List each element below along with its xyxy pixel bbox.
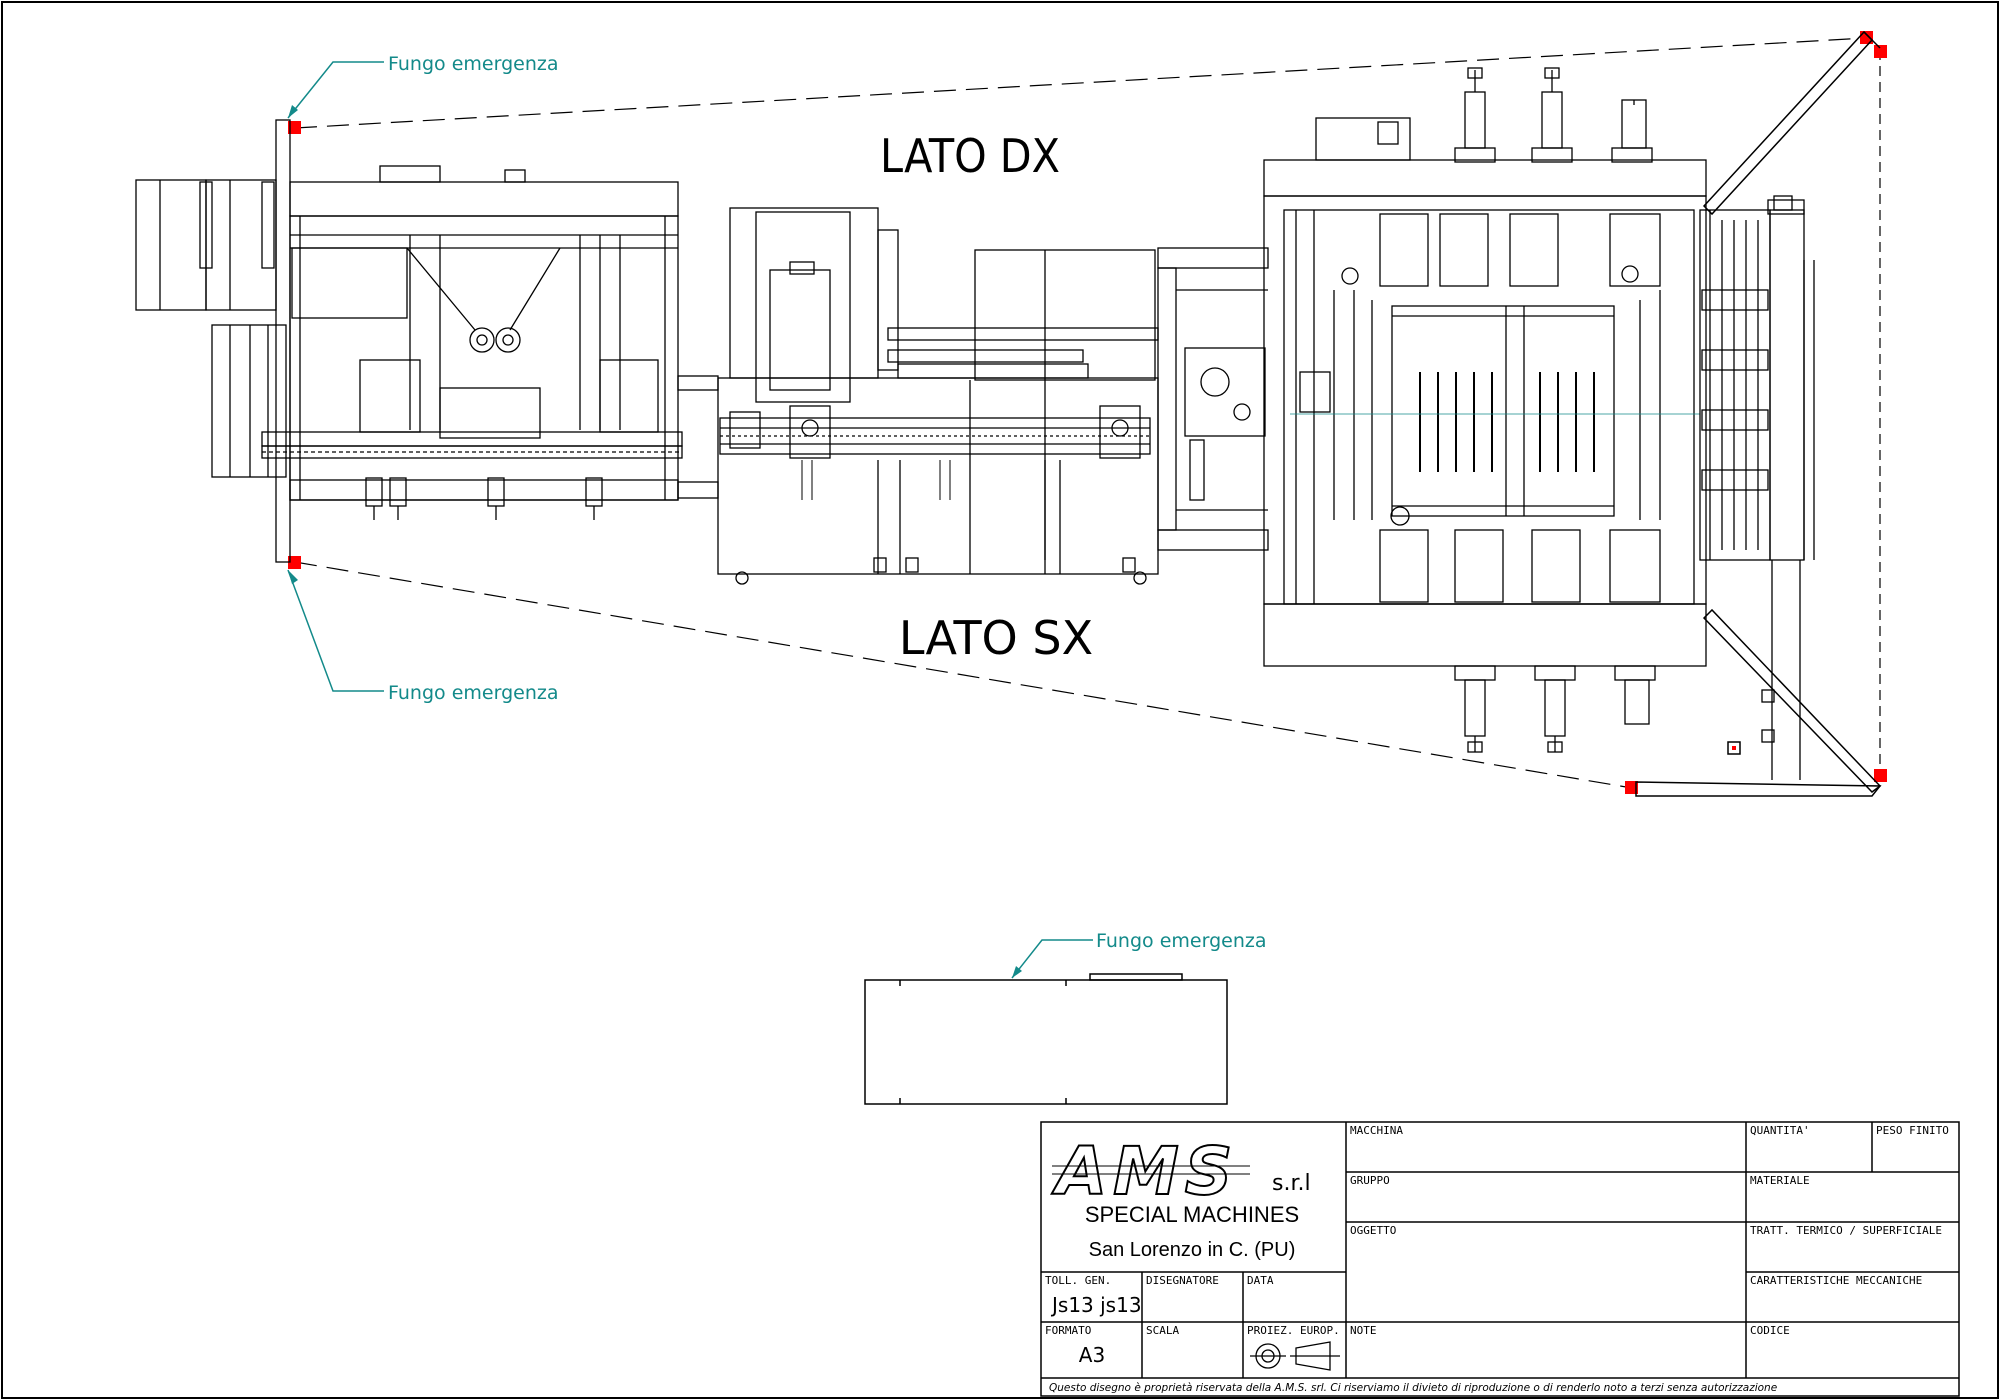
company-tagline: SPECIAL MACHINES xyxy=(1085,1202,1299,1227)
emergency-stop-marker xyxy=(1625,781,1638,794)
emergency-stop-marker xyxy=(1874,769,1887,782)
company-location: San Lorenzo in C. (PU) xyxy=(1089,1239,1296,1261)
label-proiez: PROIEZ. EUROP. xyxy=(1247,1324,1340,1337)
label-formato: FORMATO xyxy=(1045,1324,1091,1337)
label-materiale: MATERIALE xyxy=(1750,1174,1810,1187)
title-block xyxy=(1040,1121,1960,1397)
emergency-stop-markers xyxy=(288,31,1887,794)
emergency-stop-marker xyxy=(288,556,301,569)
company-suffix: s.r.l xyxy=(1272,1171,1311,1196)
machine-middle-module xyxy=(717,207,1269,585)
label-gruppo: GRUPPO xyxy=(1350,1174,1390,1187)
disclaimer: Questo disegno è proprietà riservata del… xyxy=(1049,1382,1777,1394)
label-quantita: QUANTITA' xyxy=(1750,1124,1810,1137)
label-peso-finito: PESO FINITO xyxy=(1876,1124,1949,1137)
machine-left-module xyxy=(135,119,719,563)
value-toll-gen: Js13 js13 xyxy=(1050,1293,1142,1317)
label-codice: CODICE xyxy=(1750,1324,1790,1337)
emergency-callout-label: Fungo emergenza xyxy=(388,53,558,75)
label-data: DATA xyxy=(1247,1274,1274,1287)
callout-leaders xyxy=(287,61,1093,979)
machine-right-module xyxy=(1263,30,1882,797)
value-formato: A3 xyxy=(1079,1343,1105,1367)
emergency-stop-marker xyxy=(288,121,301,134)
emergency-stop-marker xyxy=(1860,31,1873,44)
safety-perimeter xyxy=(294,37,1881,789)
emergency-callout-label: Fungo emergenza xyxy=(388,682,558,704)
label-oggetto: OGGETTO xyxy=(1350,1224,1396,1237)
projection-symbol xyxy=(1250,1341,1340,1371)
small-outline-marker xyxy=(1727,741,1741,755)
label-scala: SCALA xyxy=(1146,1324,1179,1337)
label-note: NOTE xyxy=(1350,1324,1377,1337)
side-left-label: LATO SX xyxy=(899,611,1093,665)
emergency-stop-marker xyxy=(1874,45,1887,58)
label-disegnatore: DISEGNATORE xyxy=(1146,1274,1219,1287)
label-tratt: TRATT. TERMICO / SUPERFICIALE xyxy=(1750,1224,1942,1237)
side-right-label: LATO DX xyxy=(880,129,1060,183)
company-logo: AMS xyxy=(1050,1132,1250,1211)
label-caratteristiche: CARATTERISTICHE MECCANICHE xyxy=(1750,1274,1922,1287)
label-toll-gen: TOLL. GEN. xyxy=(1045,1274,1111,1287)
emergency-callout-label: Fungo emergenza xyxy=(1096,930,1266,952)
label-macchina: MACCHINA xyxy=(1350,1124,1403,1137)
svg-text:AMS: AMS xyxy=(1051,1133,1238,1210)
emergency-control-box xyxy=(864,973,1228,1105)
